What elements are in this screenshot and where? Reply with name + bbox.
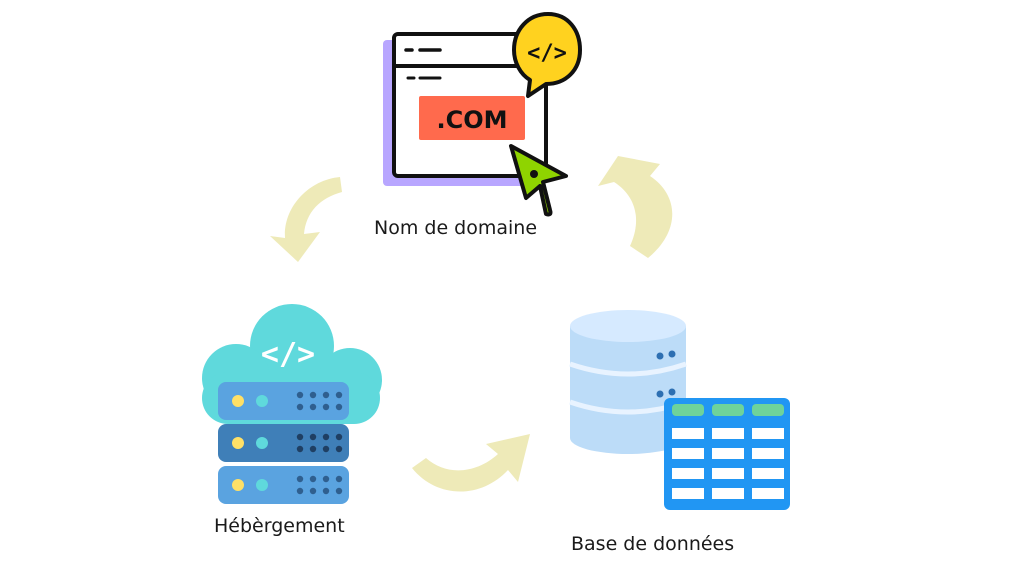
database-label: Base de données — [571, 533, 735, 555]
database-table-icon — [569, 310, 790, 510]
domain-badge-text: .COM — [436, 106, 507, 134]
curved-arrow-icon — [412, 434, 530, 492]
cloud-server-icon: </> — [202, 304, 382, 504]
curved-arrow-icon — [270, 177, 342, 262]
cursor-pointer-icon — [509, 144, 568, 217]
browser-window-icon: .COM — [383, 32, 548, 186]
hosting-label: Hébèrgement — [214, 515, 345, 537]
code-bubble-icon: </> — [512, 12, 582, 98]
hosting-code-tag: </> — [261, 337, 315, 372]
bubble-code-tag: </> — [527, 41, 567, 66]
domain-label: Nom de domaine — [374, 217, 538, 239]
curved-arrow-icon — [598, 156, 673, 258]
